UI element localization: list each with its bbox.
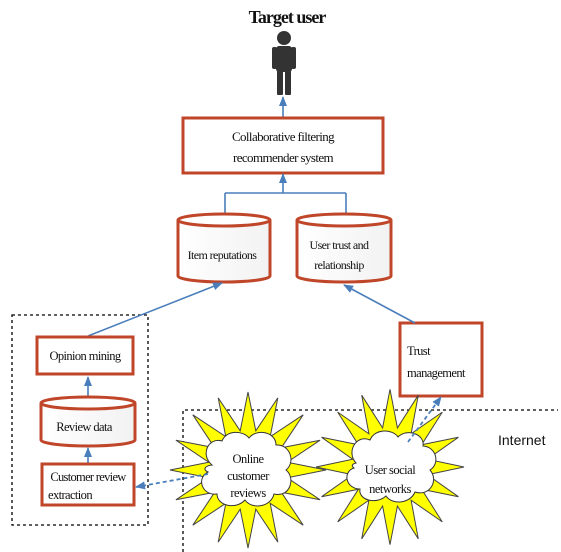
review-data-label: Review data xyxy=(56,420,113,434)
user-trust-database: User trust and relationship xyxy=(295,212,393,284)
diagram-title: Target user xyxy=(249,7,327,27)
cf-label-line1: Collaborative filtering xyxy=(232,129,335,144)
review-processing-group xyxy=(11,314,149,526)
customer-review-extraction-box: Customer review extraction xyxy=(40,462,136,507)
arrow-online-reviews-to-extraction xyxy=(135,473,209,490)
user-social-cloud xyxy=(346,430,437,503)
arrow-opinion-to-item-reputations xyxy=(87,282,223,337)
user-trust-label-line2: relationship xyxy=(314,258,364,272)
internet-label: Internet xyxy=(498,432,546,448)
user-social-label-line1: User social xyxy=(365,463,416,477)
online-reviews-burst: Online customer reviews xyxy=(169,391,327,549)
internet-region xyxy=(182,409,558,552)
item-reputations-database: Item reputations xyxy=(176,212,272,284)
item-reputations-label: Item reputations xyxy=(188,248,258,262)
trust-management-box: Trust management xyxy=(398,321,484,398)
review-data-database: Review data xyxy=(39,395,137,448)
arrow-social-to-trust xyxy=(407,396,442,443)
user-trust-label-line1: User trust and xyxy=(310,238,370,252)
user-social-burst: User social networks xyxy=(315,389,465,545)
arrow-trust-to-user-trust xyxy=(343,284,416,324)
user-icon xyxy=(272,31,296,95)
cf-label-line2: recommender system xyxy=(233,150,334,165)
online-reviews-label-line1: Online xyxy=(232,452,264,466)
opinion-mining-box: Opinion mining xyxy=(35,335,135,376)
user-social-label-line2: networks xyxy=(369,482,411,496)
opinion-mining-label: Opinion mining xyxy=(49,349,121,363)
online-reviews-cloud xyxy=(201,431,292,507)
cf-recommender-box: Collaborative filtering recommender syst… xyxy=(181,116,385,175)
trust-management-label-line2: management xyxy=(407,366,466,380)
trust-management-label-line1: Trust xyxy=(407,344,431,358)
customer-review-label-line1: Customer review xyxy=(50,470,126,484)
online-reviews-label-line2: customer xyxy=(227,469,270,483)
cylinders-to-cf-connector xyxy=(224,173,347,214)
customer-review-label-line2: extraction xyxy=(48,488,93,502)
online-reviews-label-line3: reviews xyxy=(230,486,266,500)
